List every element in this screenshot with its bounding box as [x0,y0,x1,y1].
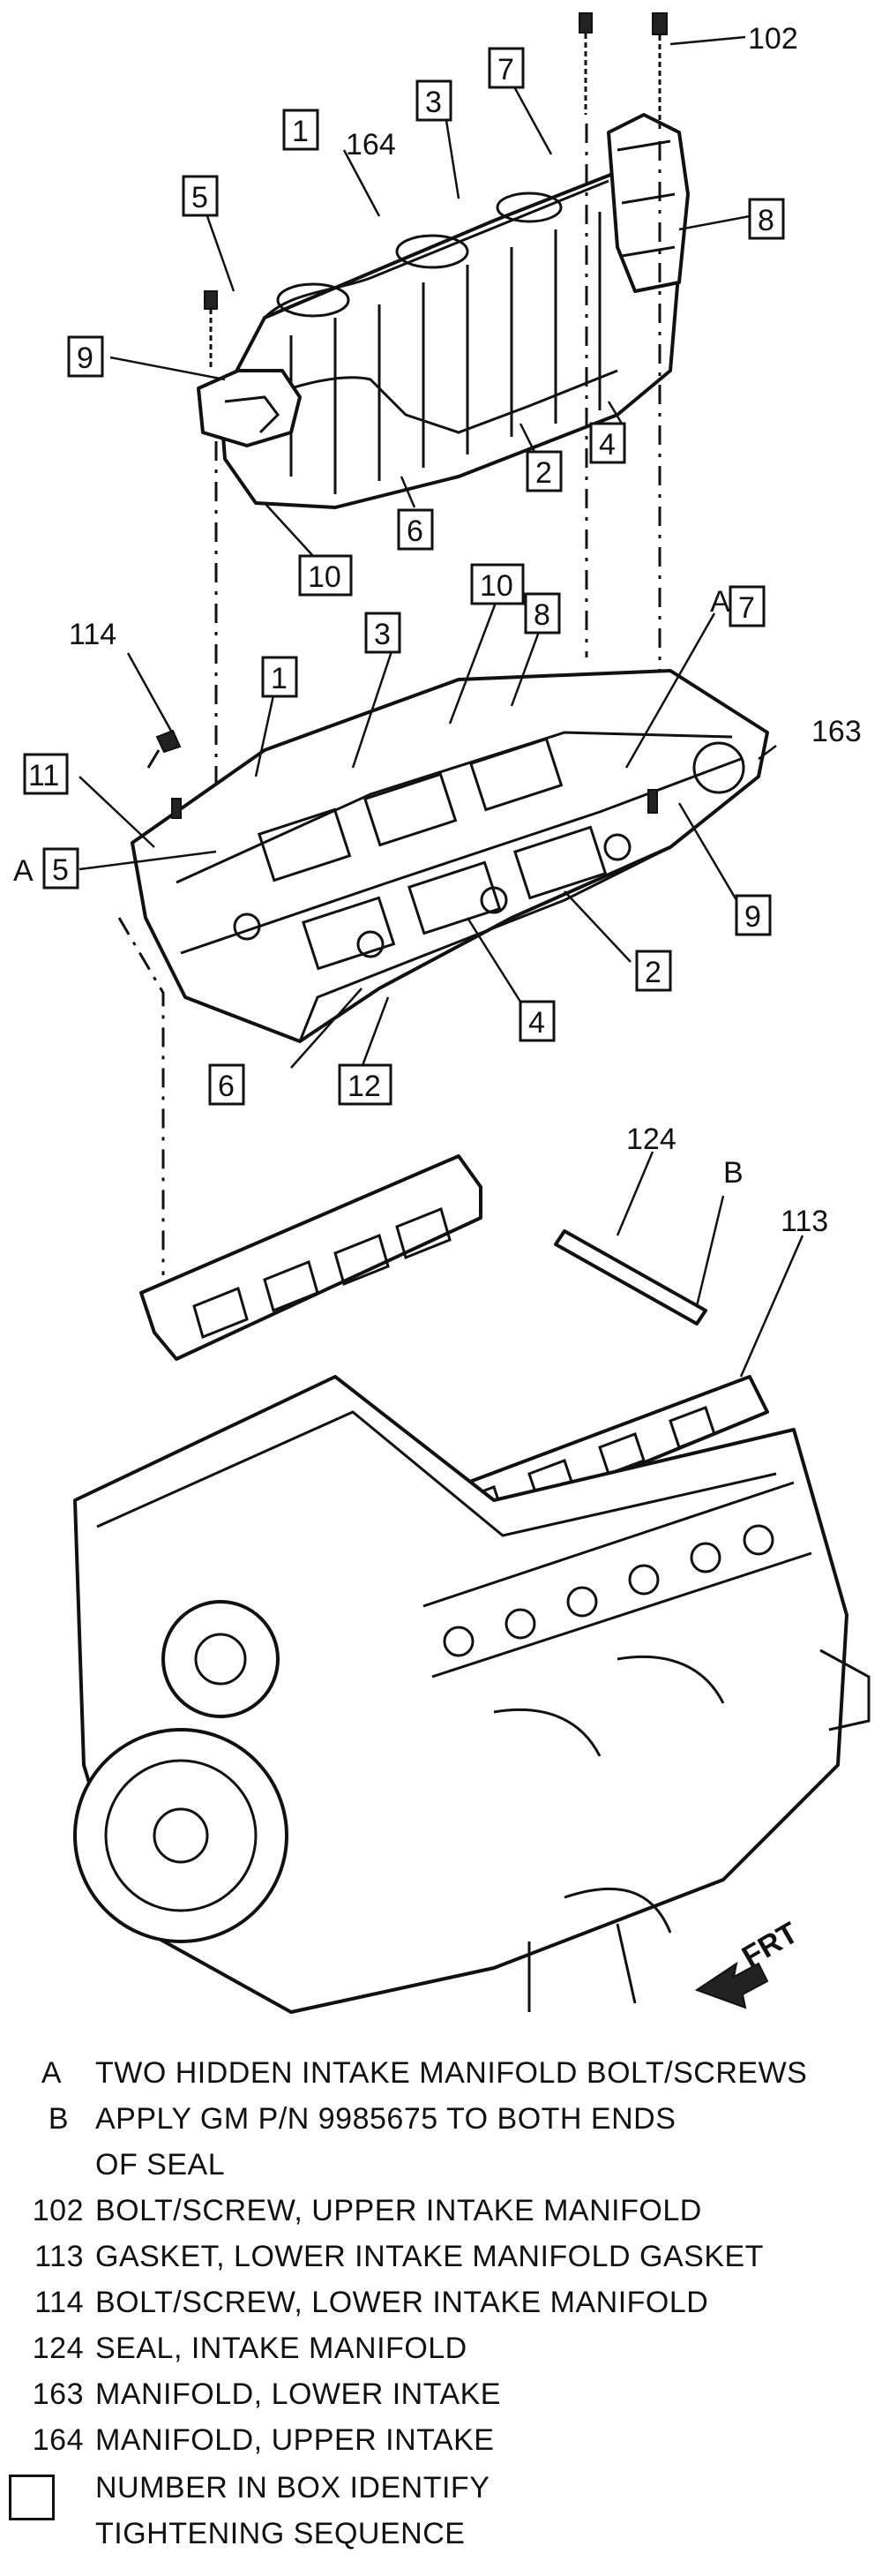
callout-6-upper: 6 [407,514,423,548]
front-direction-indicator: FRT [694,1916,804,2009]
callout-box-8-lower [524,592,561,635]
callout-1-lower: 1 [271,662,288,695]
callout-4-lower: 4 [528,1006,545,1040]
legend-text: SEAL, INTAKE MANIFOLD [95,2332,467,2365]
legend-text: MANIFOLD, LOWER INTAKE [95,2377,501,2411]
callout-7-lower: 7 [738,591,755,625]
callout-box-4-upper [589,422,626,464]
callout-A-lower: A [13,854,34,888]
callout-box-3-upper [415,79,452,122]
callout-5-lower: 5 [52,853,69,887]
callout-box-9-upper [67,335,104,378]
legend-key: A [41,2056,62,2090]
callout-box-4-lower [519,1000,556,1042]
callout-box-9-lower [735,894,772,936]
legend-key: 102 [32,2194,84,2227]
callout-11: 11 [28,759,59,792]
callout-113: 113 [781,1205,828,1238]
callout-5-upper: 5 [191,181,208,214]
callout-box-2-lower [635,950,672,992]
legend-text: MANIFOLD, UPPER INTAKE [95,2423,495,2457]
legend-text: BOLT/SCREW, LOWER INTAKE MANIFOLD [95,2286,709,2319]
callout-4-upper: 4 [599,428,616,462]
callout-box-5-upper [182,175,219,217]
upper-manifold-bolts [204,12,668,371]
callout-box-6-upper [397,508,434,551]
callout-box-12 [338,1063,392,1106]
callout-1-upper: 1 [292,115,309,148]
front-arrow-icon [694,1961,769,2009]
front-label: FRT [736,1916,804,1974]
callout-10-lower: 10 [480,569,513,603]
tightening-sequence-box-icon [9,2475,55,2520]
legend-key: 113 [34,2240,84,2273]
legend-text: TWO HIDDEN INTAKE MANIFOLD BOLT/SCREWS [95,2056,808,2090]
callout-164: 164 [346,128,396,161]
legend-note-line1: NUMBER IN BOX IDENTIFY [95,2471,490,2505]
callout-124: 124 [626,1123,676,1156]
callout-6-lower: 6 [218,1070,235,1103]
callout-box-10-lower [470,563,525,605]
legend-key: 124 [32,2332,84,2365]
legend-key: 164 [32,2423,84,2457]
callout-box-3-lower [364,612,401,654]
callout-163: 163 [811,715,862,748]
callout-9-lower: 9 [744,900,761,934]
engine-block [73,1375,871,2014]
lower-manifold-bolt [146,729,182,769]
callout-2-upper: 2 [535,456,552,490]
callout-labels: 102 7 3 164 1 5 8 9 4 2 6 10 114 10 8 A … [13,22,862,1238]
callout-8-upper: 8 [758,204,774,237]
callout-12: 12 [348,1070,381,1103]
callout-box-11 [23,753,69,795]
lower-intake-manifold [131,669,769,1043]
callout-3-upper: 3 [425,86,442,119]
callout-10-upper: 10 [308,560,341,594]
legend-text: GASKET, LOWER INTAKE MANIFOLD GASKET [95,2240,764,2273]
callout-box-1-lower [261,656,298,698]
legend-text: BOLT/SCREW, UPPER INTAKE MANIFOLD [95,2194,702,2227]
callout-A-upper: A [710,585,730,619]
callout-box-1-upper [282,109,319,151]
legend-text: OF SEAL [95,2148,226,2182]
callout-114: 114 [69,618,116,651]
callout-8-lower: 8 [534,598,550,632]
callout-box-10-upper [298,554,353,597]
callout-9-upper: 9 [77,342,93,375]
callout-2-lower: 2 [645,956,662,989]
callout-box-5-lower [42,847,79,890]
callout-B: B [723,1156,744,1190]
upper-intake-manifold [197,113,690,509]
legend-note-line2: TIGHTENING SEQUENCE [95,2517,466,2550]
legend-key: 114 [34,2286,84,2319]
callout-box-8-upper [748,198,785,240]
callout-102: 102 [748,22,798,56]
callout-3-lower: 3 [374,618,391,651]
callout-box-7-upper [488,47,525,89]
callout-7-upper: 7 [497,53,514,86]
callout-box-2-upper [526,450,563,492]
alignment-lines [117,124,662,1275]
legend-key: 163 [32,2377,84,2411]
callout-box-7-lower [729,585,766,627]
callout-box-6-lower [208,1063,245,1106]
legend-key: B [48,2102,69,2136]
legend-text: APPLY GM P/N 9985675 TO BOTH ENDS [95,2102,676,2136]
